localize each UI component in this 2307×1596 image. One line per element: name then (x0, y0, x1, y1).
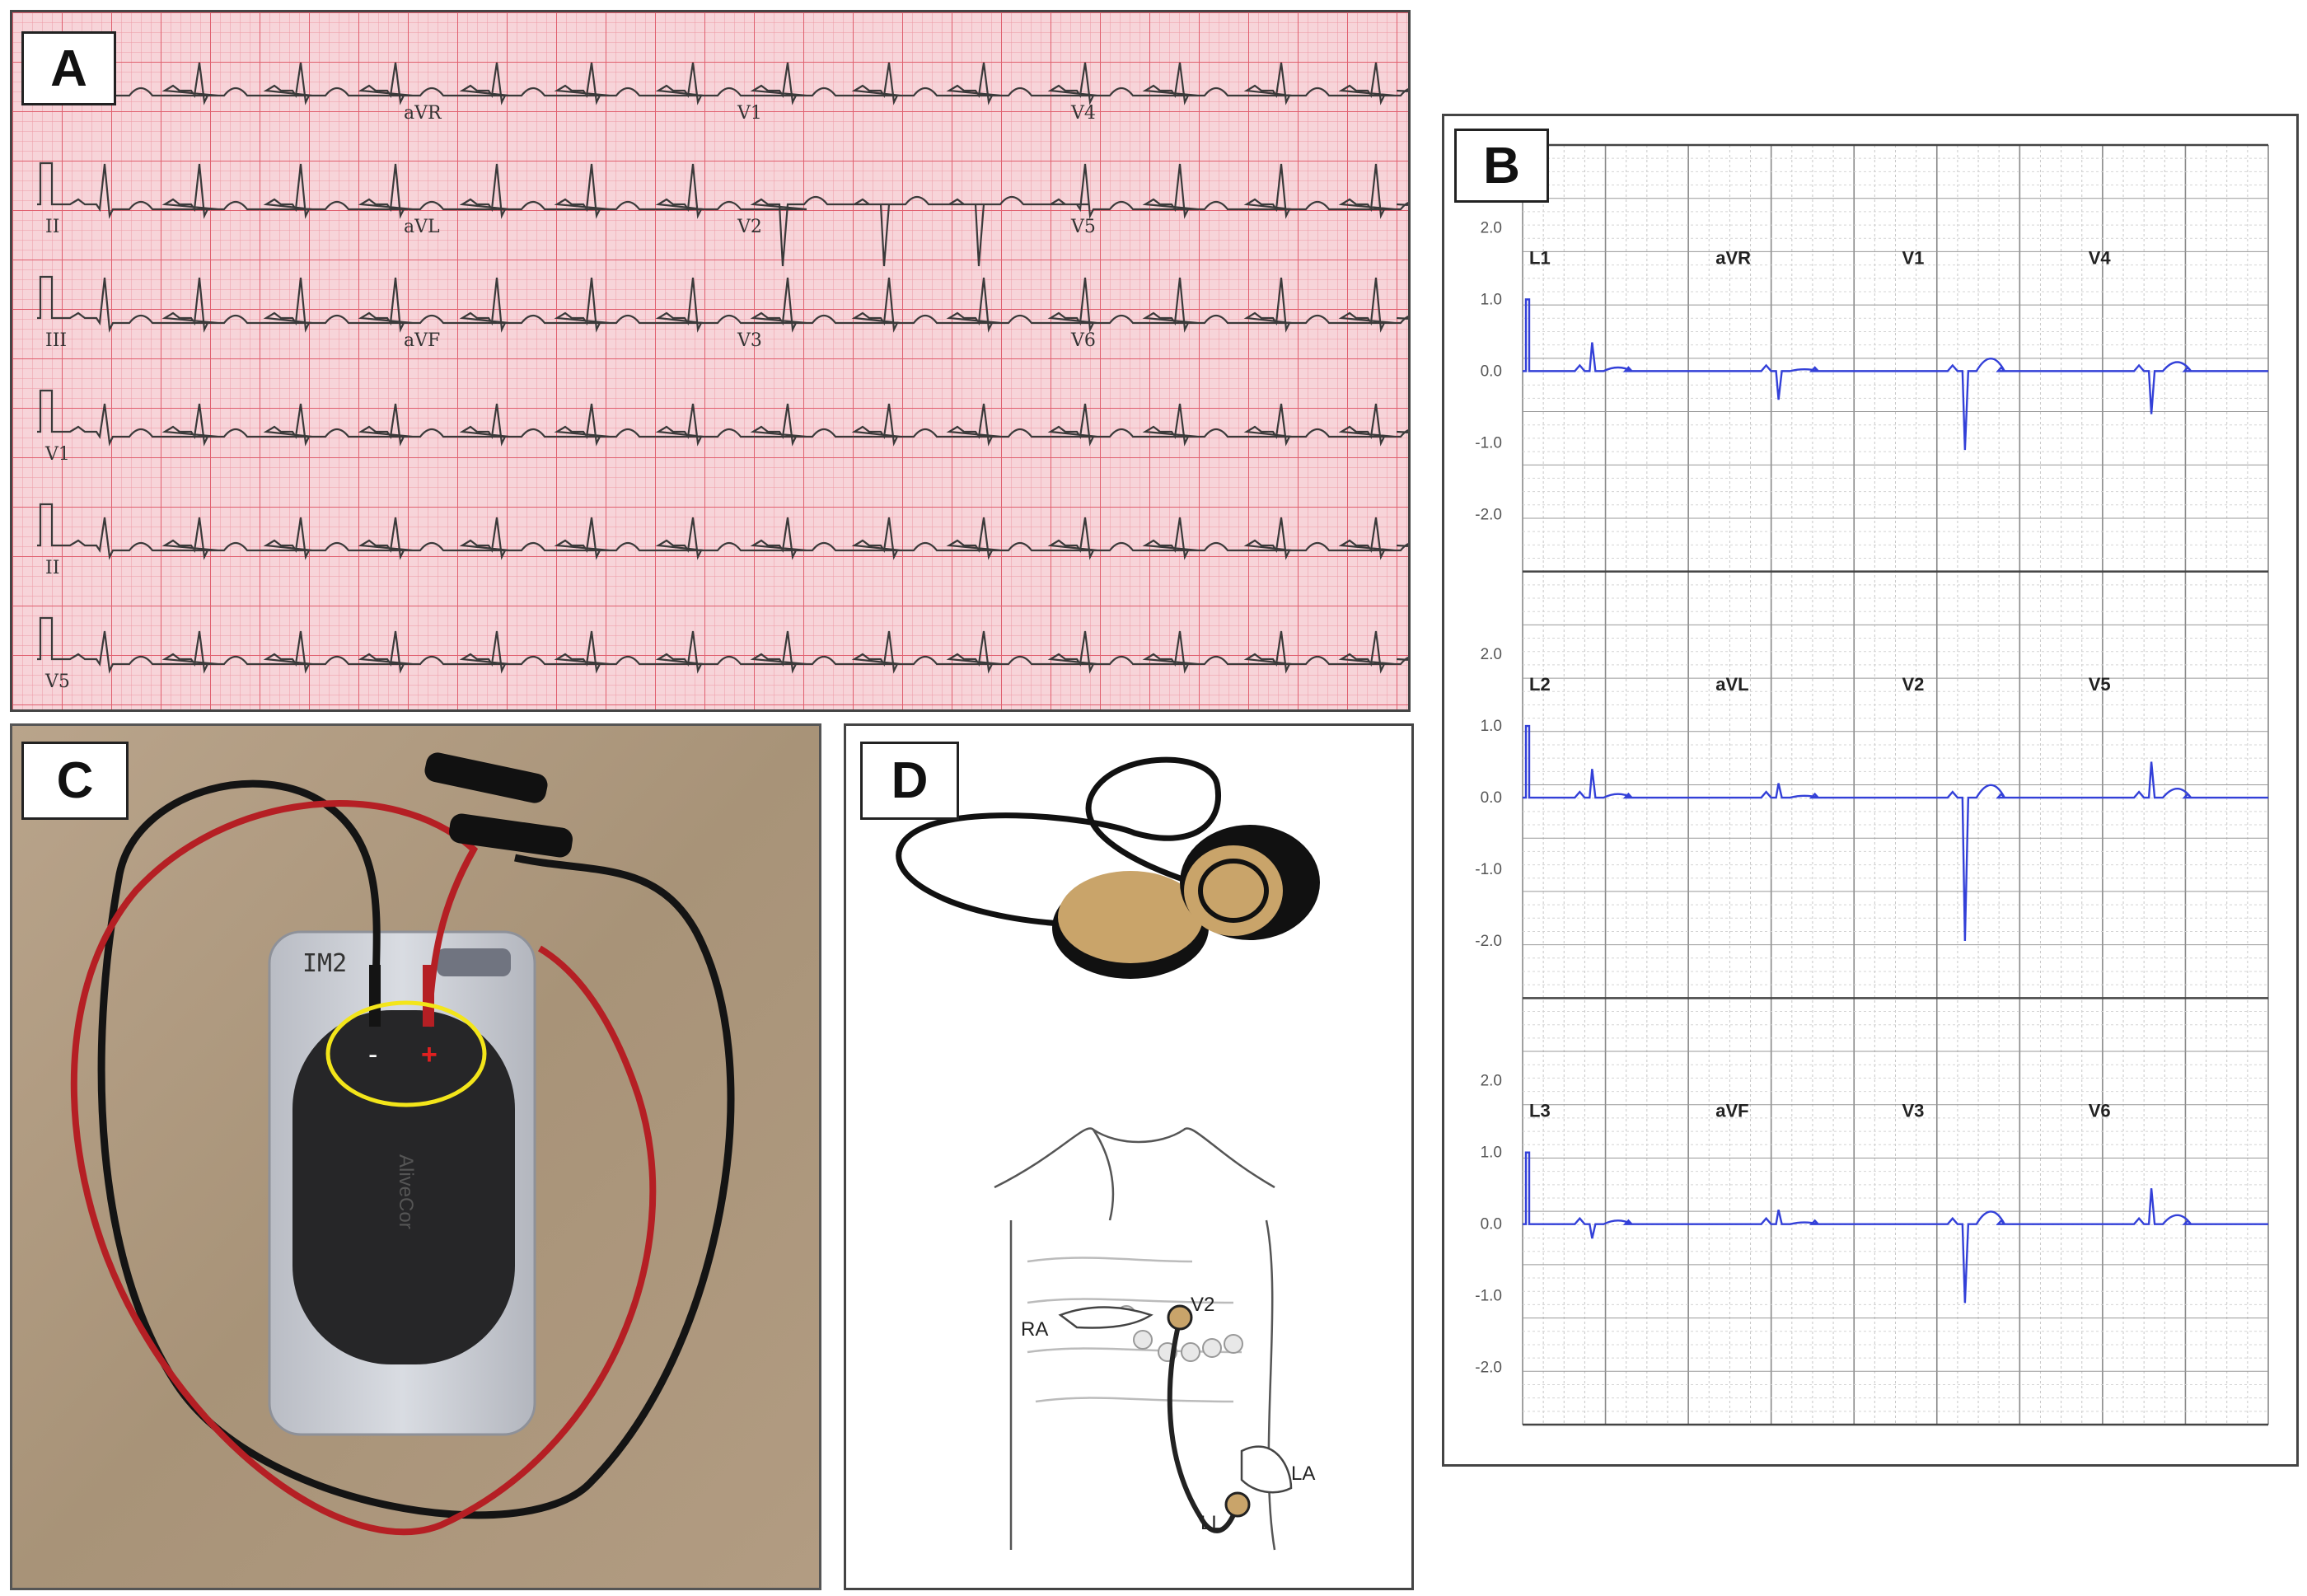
ecg-trace (37, 616, 1408, 674)
lead-label: V1 (737, 103, 762, 124)
connector-highlight (325, 1000, 487, 1107)
lead-label: V4 (2089, 247, 2112, 268)
lead-label: aVR (404, 103, 442, 124)
lead-label: V5 (1070, 217, 1096, 237)
lead-label: V4 (1070, 103, 1096, 124)
torso-diagram (994, 1127, 1276, 1551)
y-tick-label: 1.0 (1481, 291, 1502, 308)
lead-label: V3 (1902, 1101, 1925, 1121)
ecg-trace (37, 48, 1408, 105)
svg-text:AliveCor: AliveCor (395, 1154, 417, 1229)
ecg-trace (1523, 1151, 2268, 1303)
minus-sign: - (368, 1039, 377, 1070)
electrode-v2 (1167, 1304, 1193, 1331)
y-tick-label: 1.0 (1481, 718, 1502, 735)
label-la: LA (1291, 1463, 1315, 1485)
y-tick-label: 2.0 (1481, 219, 1502, 236)
lead-label: V3 (737, 330, 762, 351)
lead-label: III (45, 330, 67, 351)
ecg-trace (37, 161, 1408, 267)
ecg-trace (1523, 298, 2268, 451)
y-tick-label: 0.0 (1481, 1216, 1502, 1233)
label-ra: RA (1021, 1318, 1048, 1341)
lead-label: V1 (1902, 247, 1925, 268)
hand-ra (1058, 1306, 1154, 1329)
lead-label: L1 (1529, 247, 1551, 268)
lead-label: aVL (404, 217, 440, 237)
y-tick-label: 0.0 (1481, 363, 1502, 380)
panel-label-b: B (1454, 129, 1549, 203)
ecg-chart-b: 2.0 1.0 0.0 -1.0 -2.0 2.0 1.0 0.0 -1.0 -2.0 2.0 1.0… (1475, 143, 2269, 1426)
ecg-trace (37, 503, 1408, 560)
y-tick-label: 2.0 (1481, 1073, 1502, 1090)
ecg-trace (1523, 724, 2268, 942)
lead-label: V2 (1902, 674, 1925, 695)
lead-label: V6 (1070, 330, 1096, 351)
y-tick-label: -2.0 (1475, 506, 1502, 523)
lead-label: aVR (1715, 247, 1751, 268)
panel-label-a: A (21, 31, 116, 105)
y-tick-label: 1.0 (1481, 1144, 1502, 1162)
panel-d: RA V2 LA LL (844, 723, 1414, 1590)
lead-label: V1 (44, 444, 70, 465)
lead-label: L3 (1529, 1101, 1551, 1121)
panel-label-d: D (860, 742, 959, 820)
y-tick-label: 0.0 (1481, 789, 1502, 807)
y-tick-label: -1.0 (1475, 434, 1502, 452)
ecg-trace (37, 275, 1408, 333)
alligator-clip (449, 813, 573, 858)
lead-label: II (45, 217, 59, 237)
y-tick-label: -1.0 (1475, 1288, 1502, 1305)
ecg-trace (37, 389, 1408, 447)
lead-label: L2 (1529, 674, 1551, 695)
lead-label: V2 (737, 217, 762, 237)
hand-la (1240, 1445, 1293, 1494)
photo-device-c: IM2 AliveCor - + (12, 726, 819, 1588)
y-tick-label: -2.0 (1475, 1360, 1502, 1377)
electrode-diagram-d: RA V2 LA LL (846, 726, 1411, 1588)
y-tick-label: 2.0 (1481, 646, 1502, 663)
electrode-cable (896, 756, 1221, 927)
alligator-clip (424, 752, 548, 803)
y-tick-label: -2.0 (1475, 933, 1502, 950)
lead-label: II (45, 558, 59, 578)
lead-label: aVF (404, 330, 440, 351)
plus-sign: + (421, 1039, 438, 1070)
panel-b: 2.0 1.0 0.0 -1.0 -2.0 2.0 1.0 0.0 -1.0 -2.0 2.0 1.0… (1442, 114, 2299, 1467)
label-ll: LL (1200, 1512, 1223, 1534)
ecg-case (292, 1010, 515, 1364)
panel-c: IM2 AliveCor - + (10, 723, 821, 1590)
label-v2: V2 (1191, 1294, 1214, 1316)
red-wire (70, 800, 657, 1536)
lead-label: V6 (2089, 1101, 2111, 1121)
lead-wire (1167, 1318, 1240, 1533)
lead-label: aVL (1715, 674, 1748, 695)
lead-label: V5 (2089, 674, 2111, 695)
device-label: IM2 (302, 949, 347, 978)
electrode-ll (1224, 1491, 1251, 1518)
lead-label: aVF (1715, 1101, 1748, 1121)
lead-label: V5 (44, 672, 70, 692)
panel-label-c: C (21, 742, 129, 820)
electrode-disc (1058, 871, 1203, 963)
y-tick-label: -1.0 (1475, 861, 1502, 878)
